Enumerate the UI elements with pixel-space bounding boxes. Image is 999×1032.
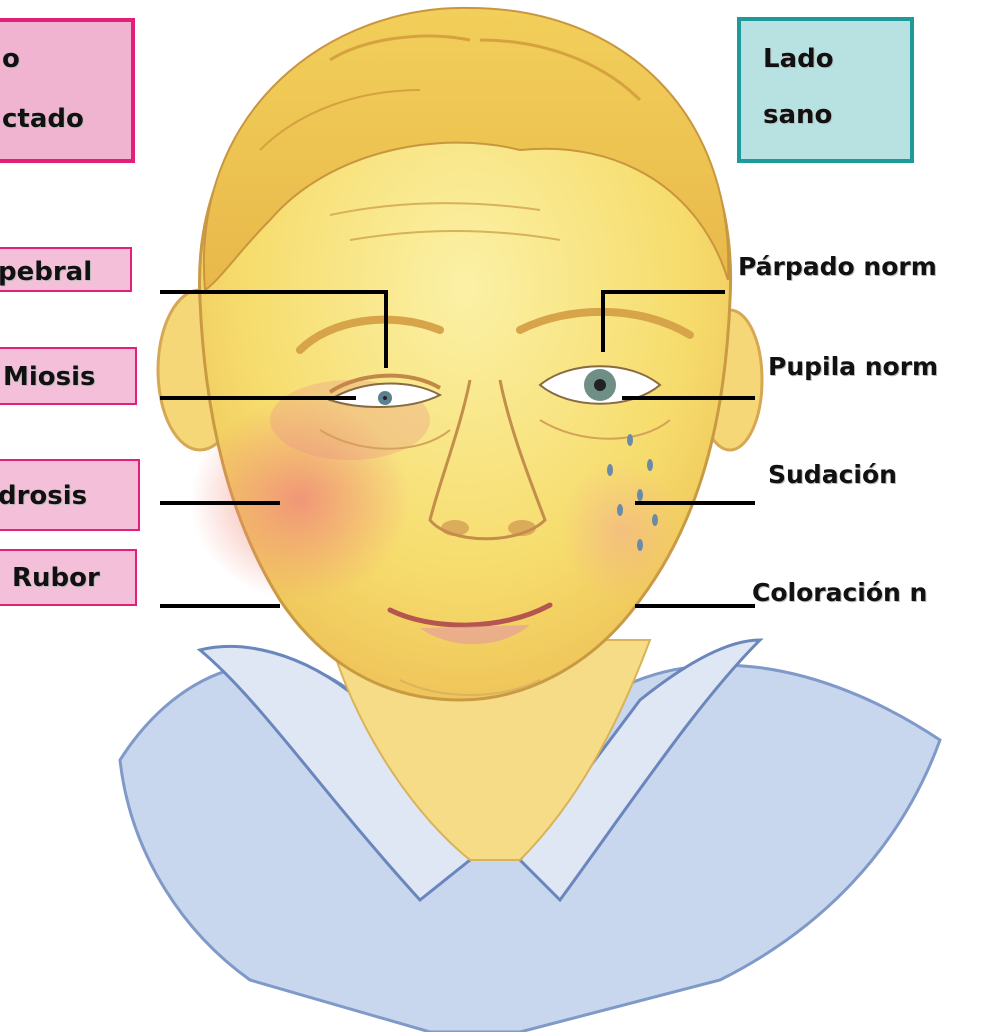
ptosis-leader-vertical	[384, 290, 388, 368]
ptosis-label-box: pebral	[0, 247, 132, 292]
healthy-side-title-line2: sano	[763, 100, 832, 130]
eyelid-normal-label: Párpado norm	[738, 252, 937, 281]
sweating-leader	[635, 501, 755, 505]
rubor-label: Rubor	[12, 563, 100, 593]
eyelid-leader-horizontal	[601, 290, 725, 294]
sweating-label: Sudación	[768, 460, 897, 489]
pupil-leader	[622, 396, 755, 400]
pupil-normal-label: Pupila norm	[768, 352, 938, 381]
rubor-label-box: Rubor	[0, 549, 137, 606]
anhidrosis-label-box: drosis	[0, 459, 140, 531]
miosis-label-box: Miosis	[0, 347, 137, 405]
healthy-side-box: Lado sano	[737, 17, 914, 163]
ptosis-leader-horizontal	[160, 290, 388, 294]
eyelid-leader-vertical	[601, 290, 605, 352]
miosis-leader	[160, 396, 356, 400]
affected-side-title-line2: ctado	[2, 104, 84, 134]
affected-side-box: o ctado	[0, 18, 135, 163]
coloration-label: Coloración n	[752, 578, 927, 607]
miosis-label: Miosis	[3, 362, 96, 392]
ptosis-label: pebral	[0, 257, 92, 287]
rubor-leader	[160, 604, 280, 608]
anhidrosis-leader	[160, 501, 280, 505]
anhidrosis-label: drosis	[0, 481, 87, 511]
coloration-leader	[635, 604, 755, 608]
affected-side-title-line1: o	[2, 44, 20, 74]
healthy-side-title-line1: Lado	[763, 44, 834, 74]
